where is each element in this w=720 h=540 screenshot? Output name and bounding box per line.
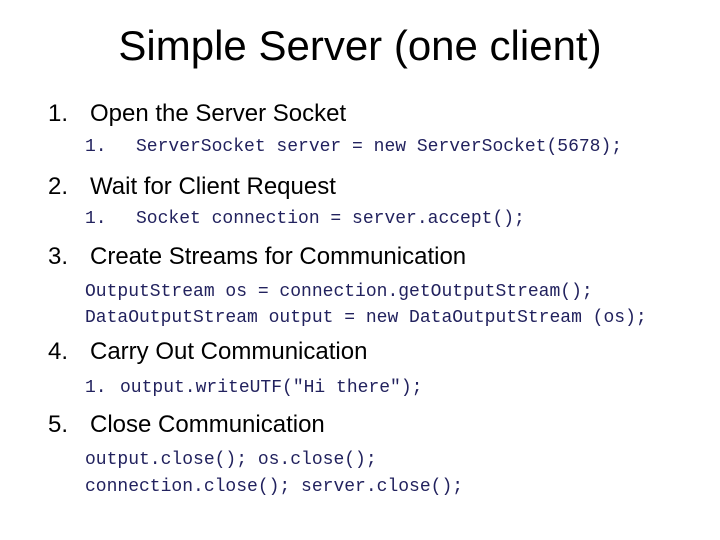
slide-title: Simple Server (one client)	[118, 22, 602, 69]
step-4-code-marker: 1.	[85, 378, 107, 398]
step-3-heading: 3. Create Streams for Communication	[48, 243, 466, 271]
step-2-code-line: Socket connection = server.accept();	[136, 209, 525, 229]
step-5-code-line-1: output.close(); os.close();	[85, 450, 377, 470]
step-3-number: 3.	[48, 243, 69, 270]
step-4-number: 4.	[48, 338, 69, 365]
step-4-heading-text: Carry Out Communication	[90, 338, 368, 365]
step-1-heading-text: Open the Server Socket	[90, 100, 347, 127]
step-5-code-line-2: connection.close(); server.close();	[85, 477, 464, 497]
step-4-heading: 4. Carry Out Communication	[48, 338, 367, 366]
step-5-heading-text: Close Communication	[90, 411, 325, 438]
step-3-heading-text: Create Streams for Communication	[90, 243, 467, 270]
step-4-code-line: output.writeUTF("Hi there");	[120, 378, 423, 398]
step-5-number: 5.	[48, 411, 69, 438]
step-2-heading-text: Wait for Client Request	[90, 173, 336, 200]
step-1-code-line: ServerSocket server = new ServerSocket(5…	[136, 137, 623, 157]
step-1-heading: 1. Open the Server Socket	[48, 100, 346, 128]
step-3-code-line-1: OutputStream os = connection.getOutputSt…	[85, 282, 593, 302]
step-1-code-marker: 1.	[85, 137, 107, 157]
step-3-code-line-2: DataOutputStream output = new DataOutput…	[85, 308, 647, 328]
step-2-number: 2.	[48, 173, 69, 200]
step-1-number: 1.	[48, 100, 69, 127]
step-2-code-marker: 1.	[85, 209, 107, 229]
step-5-heading: 5. Close Communication	[48, 411, 325, 439]
step-2-heading: 2. Wait for Client Request	[48, 173, 336, 201]
